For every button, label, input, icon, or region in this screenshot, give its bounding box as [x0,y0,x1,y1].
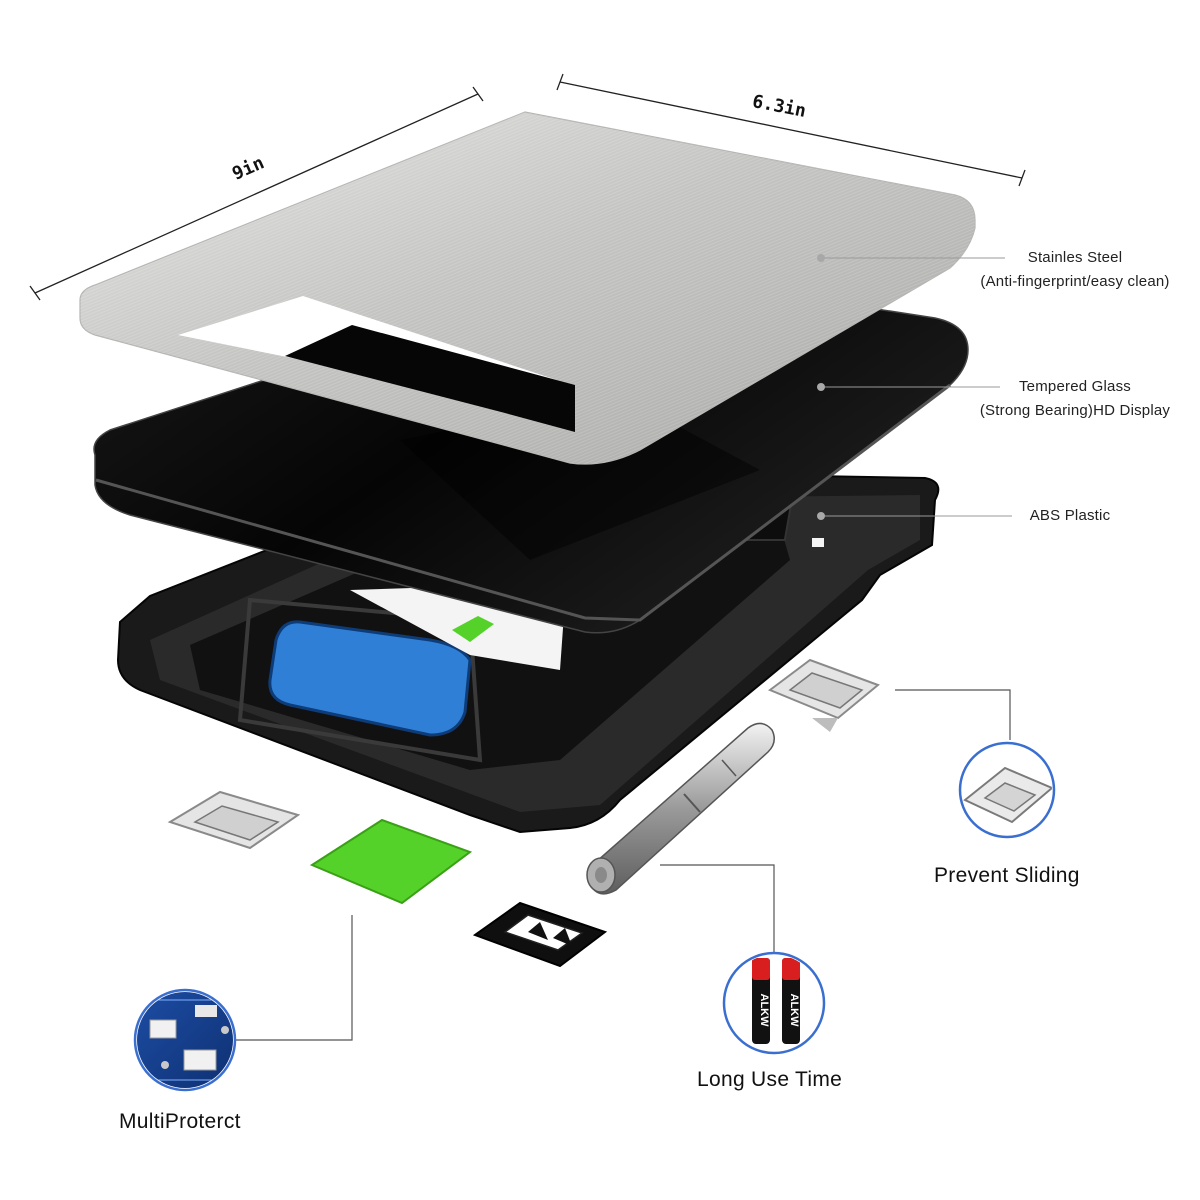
circuit-board-icon [137,992,233,1088]
battery-tube [586,722,775,895]
multiprotect-circle [133,988,237,1092]
sensor-pad [309,818,473,905]
long-use-time-circle: ALKW ALKW [722,951,826,1055]
anti-slip-foot-black [472,901,608,968]
brushed-steel-plate [79,111,976,465]
green-sensor-tab [452,616,494,642]
layer-label-abs: ABS Plastic [1000,504,1140,528]
aaa-battery-icon: ALKW ALKW [752,958,800,1044]
feature-label-long-use-time: Long Use Time [697,1068,843,1091]
anti-slip-foot-left [167,790,301,850]
layer-label-steel: Stainles Steel (Anti-fingerprint/easy cl… [950,246,1200,294]
battery-brand-right: ALKW [788,994,800,1028]
steel-label-line2: (Anti-fingerprint/easy clean) [980,273,1170,290]
feature-label-multiprotect: MultiProterct [119,1110,241,1133]
battery-brand-left: ALKW [758,994,770,1028]
glass-label-line2: (Strong Bearing)HD Display [979,402,1171,419]
feature-leaders [236,689,1011,1041]
dimension-line-width [29,86,484,301]
glass-label-line1: Tempered Glass [1018,378,1131,395]
abs-label-line1: ABS Plastic [1029,507,1111,524]
dimension-line-depth [556,73,1026,187]
prevent-sliding-circle [958,741,1056,839]
layer-label-glass: Tempered Glass (Strong Bearing)HD Displa… [950,375,1200,423]
load-cell [268,620,472,737]
steel-label-line1: Stainles Steel [1027,249,1123,266]
feature-label-prevent-sliding: Prevent Sliding [934,864,1080,887]
callout-dots [817,254,825,520]
anti-slip-foot-icon [767,658,880,732]
callout-leaders [824,257,1012,517]
